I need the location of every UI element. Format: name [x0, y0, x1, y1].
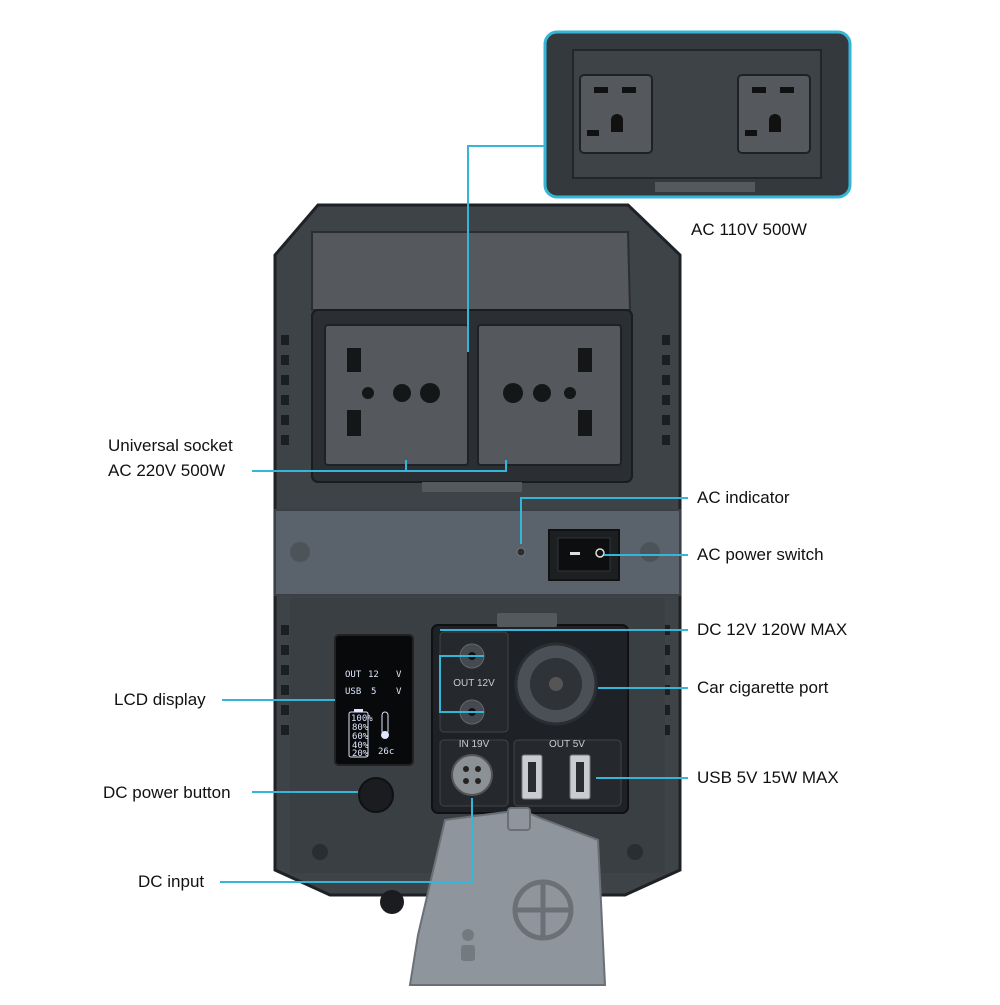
- lcd-row1-label: OUT: [345, 670, 362, 680]
- battery-level-80: 80%: [352, 723, 369, 733]
- socket-holes-left: [347, 348, 440, 436]
- lcd-row2-value: 5: [371, 687, 376, 697]
- dc-power-button: [358, 777, 394, 813]
- lcd-display: [334, 634, 414, 766]
- callout-car-cigarette-port: Car cigarette port: [697, 678, 829, 697]
- lcd-battery-levels: 100% 80% 60% 40% 20%: [351, 714, 373, 759]
- panel-tab: [422, 482, 522, 492]
- callout-dc-power-button: DC power button: [103, 783, 231, 802]
- side-vents: [281, 335, 670, 735]
- callout-usb: USB 5V 15W MAX: [697, 768, 839, 787]
- callout-lcd-display: LCD display: [114, 690, 206, 709]
- ac-switch-rocker: [557, 537, 611, 572]
- dc-input-port: [451, 754, 493, 796]
- callout-dc-input: DC input: [138, 872, 205, 891]
- in-19v-label: IN 19V: [459, 739, 490, 750]
- callout-ac-power-switch: AC power switch: [697, 545, 824, 564]
- battery-level-20: 20%: [352, 749, 369, 759]
- lcd-row2-unit: V: [396, 687, 402, 697]
- socket-holes-right: [503, 348, 592, 436]
- callout-lines: [220, 145, 688, 883]
- out-5v-label: OUT 5V: [549, 739, 585, 750]
- battery-level-100: 100%: [351, 714, 373, 724]
- top-flap: [311, 231, 632, 311]
- callout-dc-12v: DC 12V 120W MAX: [697, 620, 848, 639]
- battery-level-60: 60%: [352, 732, 369, 742]
- callout-universal-socket: Universal socket: [108, 436, 233, 455]
- out-12v-label: OUT 12V: [453, 678, 495, 689]
- lcd-row2-label: USB: [345, 687, 361, 697]
- us-socket-left: [579, 74, 653, 154]
- lcd-row1-unit: V: [396, 670, 402, 680]
- callout-ac-indicator: AC indicator: [697, 488, 790, 507]
- lcd-row1-value: 12: [368, 670, 379, 680]
- callout-ac-220v: AC 220V 500W: [108, 461, 226, 480]
- ac-indicator-light: [516, 547, 526, 557]
- battery-level-40: 40%: [352, 741, 369, 751]
- lcd-temperature: 26c: [378, 747, 394, 757]
- callout-ac-110v: AC 110V 500W: [691, 220, 807, 239]
- us-socket-right: [737, 74, 811, 154]
